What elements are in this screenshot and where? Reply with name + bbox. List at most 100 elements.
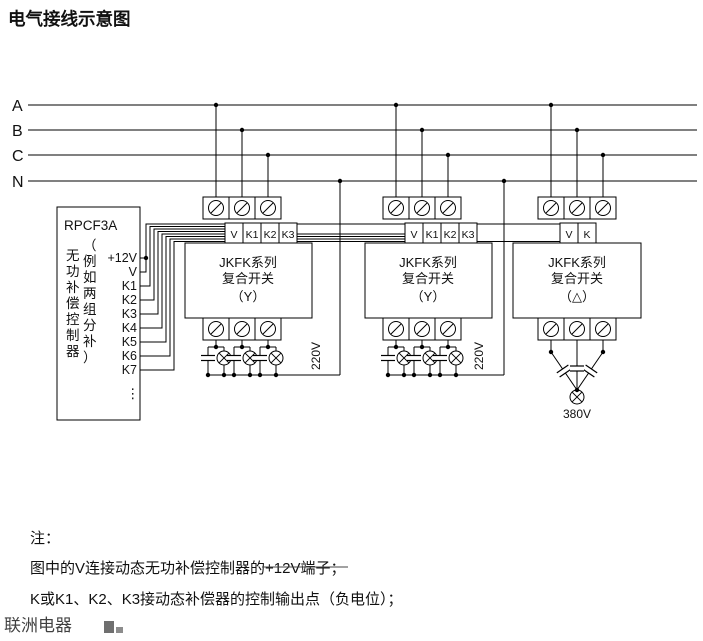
control-wire-k2	[140, 228, 270, 301]
controller-terminal-12v: +12V	[107, 251, 137, 265]
module-title-line1: JKFK系列	[399, 255, 457, 270]
screw-terminal-icon	[595, 321, 611, 337]
module-title-line1: JKFK系列	[548, 255, 606, 270]
screw-terminal-icon	[234, 321, 250, 337]
controller-box	[56, 206, 141, 421]
terminal-label-k1: K1	[246, 229, 259, 241]
junction-dot	[548, 102, 554, 108]
screw-terminal-icon	[440, 200, 456, 216]
watermark: 联洲电器	[4, 616, 72, 635]
controller-terminal-v: V	[129, 265, 138, 279]
module-connection-type: （Y）	[411, 289, 446, 304]
junction-dot	[205, 372, 211, 378]
terminal-label-k2: K2	[444, 229, 457, 241]
junction-dot	[419, 127, 425, 133]
junction-dot	[247, 372, 253, 378]
capacitor-icon	[556, 364, 572, 378]
junction-dot	[548, 349, 554, 355]
controller-name-vertical: 无功补偿控制器	[66, 248, 80, 359]
junction-dot	[419, 344, 425, 350]
screw-terminal-icon	[260, 200, 276, 216]
junction-dot	[411, 372, 417, 378]
module-title-line2: 复合开关	[402, 271, 454, 286]
junction-dot	[337, 178, 343, 184]
controller-terminal-k6: K6	[122, 349, 137, 363]
power-buses: A B C N	[12, 98, 697, 191]
junction-dot	[574, 127, 580, 133]
screw-terminal-icon	[414, 321, 430, 337]
bus-label-c: C	[12, 148, 24, 165]
control-wire-k3	[140, 231, 288, 315]
lamp-icon	[448, 350, 464, 366]
screw-terminal-icon	[260, 321, 276, 337]
capacitor-icon	[252, 354, 268, 362]
junction-dot	[239, 344, 245, 350]
bus-label-n: N	[12, 174, 24, 191]
capacitor-network-2: 220V	[380, 340, 504, 376]
junction-dot	[453, 372, 459, 378]
scan-artifact	[104, 621, 114, 633]
scan-artifact	[116, 627, 123, 633]
phase-drop-wires	[215, 105, 604, 375]
voltage-label-220v: 220V	[472, 342, 486, 370]
note-line-1: 图中的V连接动态无功补偿控制器的+12V端子；	[30, 560, 345, 577]
capacitor-icon	[432, 354, 448, 362]
screw-terminal-icon	[569, 321, 585, 337]
module-title-line2: 复合开关	[551, 271, 603, 286]
delta-capacitor-network: 380V	[550, 340, 604, 421]
junction-dot	[445, 344, 451, 350]
junction-dot	[401, 372, 407, 378]
controller-model: RPCF3A	[64, 218, 117, 233]
screw-terminal-icon	[234, 200, 250, 216]
junction-dot	[265, 152, 271, 158]
capacitor-icon	[226, 354, 242, 362]
controller-more-terminals: ⋮	[126, 386, 140, 401]
junction-dot	[393, 344, 399, 350]
terminal-label-v: V	[230, 229, 237, 241]
notes: 注： 图中的V连接动态无功补偿控制器的+12V端子； K或K1、K2、K3接动态…	[30, 530, 403, 608]
terminal-label-k3: K3	[462, 229, 475, 241]
screw-terminal-icon	[208, 200, 224, 216]
module-title-line2: 复合开关	[222, 271, 274, 286]
module-title-line1: JKFK系列	[219, 255, 277, 270]
module-body	[364, 242, 493, 319]
screw-terminal-icon	[543, 200, 559, 216]
screw-terminal-icon	[569, 200, 585, 216]
screw-terminal-icon	[414, 200, 430, 216]
junction-dot	[239, 127, 245, 133]
junction-dot	[393, 102, 399, 108]
controller-terminal-k2: K2	[122, 293, 137, 307]
page-title: 电气接线示意图	[8, 9, 131, 29]
controller-terminal-k1: K1	[122, 279, 137, 293]
terminal-label-k3: K3	[282, 229, 295, 241]
controller-terminal-k7: K7	[122, 363, 137, 377]
screw-terminal-icon	[388, 321, 404, 337]
module-connection-type: （Y）	[231, 289, 266, 304]
capacitor-icon	[200, 354, 216, 362]
controller-note-vertical: （例如两组分补）	[83, 238, 97, 365]
junction-dot	[265, 344, 271, 350]
junction-dot	[213, 344, 219, 350]
junction-dot	[143, 255, 149, 261]
terminal-label-k: K	[583, 229, 590, 241]
junction-dot	[501, 178, 507, 184]
capacitor-icon	[569, 365, 585, 372]
lamp-icon	[268, 350, 284, 366]
capacitor-icon	[380, 354, 396, 362]
terminal-label-v: V	[565, 229, 572, 241]
note-line-2: K或K1、K2、K3接动态补偿器的控制输出点（负电位）；	[30, 591, 403, 608]
control-wires	[140, 223, 587, 371]
control-wire-k5	[140, 236, 450, 343]
junction-dot	[257, 372, 263, 378]
screw-terminal-icon	[440, 321, 456, 337]
controller-terminal-k3: K3	[122, 307, 137, 321]
control-wire-k6	[140, 238, 468, 357]
junction-dot	[437, 372, 443, 378]
bus-label-b: B	[12, 123, 23, 140]
controller-terminal-k5: K5	[122, 335, 137, 349]
junction-dot	[273, 372, 279, 378]
junction-dot	[231, 372, 237, 378]
notes-heading: 注：	[30, 530, 60, 547]
terminal-label-k1: K1	[426, 229, 439, 241]
